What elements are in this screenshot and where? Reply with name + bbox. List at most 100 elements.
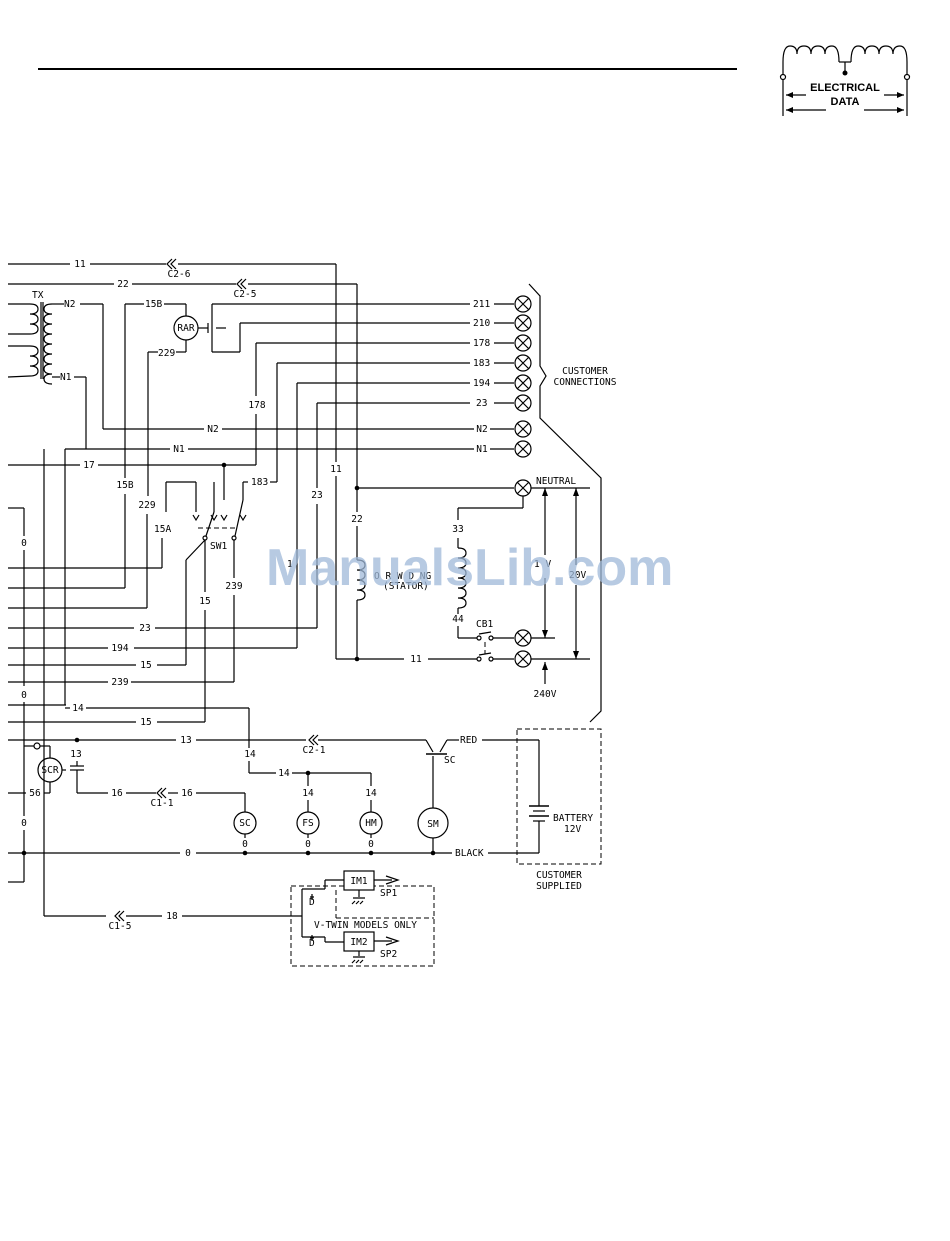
- component-fs: FS 0: [296, 811, 320, 850]
- wire-label-0b: 0: [21, 690, 27, 701]
- connector-c2-5-icon: [236, 278, 247, 290]
- hm-label: HM: [365, 818, 377, 829]
- v240-side-label: 20V: [569, 570, 586, 581]
- terminal-183-icon: [514, 354, 532, 372]
- im1-label: IM1: [350, 876, 367, 887]
- wire-13: 13 C2-1 13: [8, 734, 426, 793]
- stator-33-44: 33 44 O R W D NG (STATOR) 1: [287, 487, 524, 639]
- wire-label-33: 33: [452, 524, 463, 535]
- wire-15: 15 15 15: [8, 539, 211, 728]
- connector-c2-1: C2-1: [303, 745, 326, 756]
- battery-label-1: BATTERY: [553, 813, 593, 824]
- vtwin-label: V-TWIN MODELS ONLY: [314, 920, 417, 931]
- starter-contactor: RED SC SM: [417, 735, 539, 853]
- wire-label-183-h: 183: [251, 477, 268, 488]
- wire-label-11: 11: [74, 259, 86, 270]
- diode-2-label: D: [309, 938, 315, 949]
- connector-c1-1: C1-1: [151, 798, 174, 809]
- wire-label-56: 56: [29, 788, 41, 799]
- terminal-block: [514, 295, 532, 668]
- stator-22: [354, 485, 366, 659]
- wire-label-14: 14: [72, 703, 84, 714]
- wire-label-15-b: 15: [140, 717, 151, 728]
- wire-label-44: 44: [452, 614, 464, 625]
- wire-n2: N2 N2 N2: [64, 299, 514, 435]
- ignition-modules: D D IM1 SP1 IM2 SP2 V-TWIN MODELS ONLY: [290, 870, 435, 967]
- wire-label-14d: 14: [302, 788, 314, 799]
- connector-c2-1-icon: [308, 734, 319, 746]
- left-edge-wires: 0 0 0: [8, 507, 66, 883]
- wire-239: 239 239: [8, 540, 243, 688]
- terminal-label-23: 23: [476, 398, 487, 409]
- wire-label-15b-v: 15B: [116, 480, 133, 491]
- terminal-n2-icon: [514, 420, 532, 438]
- terminal-label-211: 211: [473, 299, 490, 310]
- n1-label-right: N1: [476, 444, 488, 455]
- connector-c2-6: C2-6: [168, 269, 191, 280]
- connector-c2-5: C2-5: [234, 289, 257, 300]
- wire-label-17: 17: [83, 460, 94, 471]
- wire-23: 23 23: [8, 402, 514, 634]
- diode-1-label: D: [309, 897, 315, 908]
- wire-label-22b: 22: [351, 514, 362, 525]
- rar-label: RAR: [177, 323, 194, 334]
- customer-connections-bracket: CUSTOMER CONNECTIONS: [528, 283, 617, 723]
- component-sc: SC 0: [233, 811, 257, 850]
- stator-label-1: O R W D NG: [374, 571, 431, 582]
- terminal-23-icon: [514, 394, 532, 412]
- sm-label: SM: [427, 819, 439, 830]
- wire-label-0f: 0: [305, 839, 311, 850]
- stator-label-2: (STATOR): [383, 581, 429, 592]
- wire-label-0g: 0: [368, 839, 374, 850]
- n1-label-mid: N1: [173, 444, 185, 455]
- customer-supplied-label-2: SUPPLIED: [536, 881, 582, 892]
- fs-label: FS: [302, 818, 314, 829]
- wire-label-14e: 14: [365, 788, 377, 799]
- tx-label: TX: [32, 290, 44, 301]
- badge-line2: DATA: [831, 96, 860, 108]
- wire-label-1-frag: 1: [287, 559, 293, 570]
- customer-supplied-box: [516, 728, 602, 865]
- terminal-194-icon: [514, 374, 532, 392]
- wire-label-16: 16: [111, 788, 123, 799]
- wire-11-top: 11 11 C2-6: [8, 258, 342, 659]
- terminal-211-icon: [514, 295, 532, 313]
- wire-label-23: 23: [139, 623, 150, 634]
- voltage-annotations: NEUTRAL 1 V 20V 240V: [531, 476, 590, 700]
- im2-label: IM2: [350, 937, 367, 948]
- customer-supplied-label-1: CUSTOMER: [536, 870, 582, 881]
- wire-18: C1-5 18: [43, 449, 302, 932]
- relay-rar: RAR 229 229: [8, 315, 226, 609]
- badge-line1: ELECTRICAL: [810, 82, 880, 94]
- wire-label-229: 229: [158, 348, 175, 359]
- scr-label: SCR: [41, 765, 58, 776]
- transformer-tx: TX: [7, 290, 64, 385]
- wire-211: [211, 303, 514, 323]
- wire-label-194: 194: [111, 643, 128, 654]
- wire-label-16b: 16: [181, 788, 193, 799]
- wire-label-11b: 11: [330, 464, 342, 475]
- sp1-label: SP1: [380, 888, 397, 899]
- wire-label-23-v: 23: [311, 490, 322, 501]
- connector-c1-5-icon: [114, 910, 125, 922]
- terminal-label-210: 210: [473, 318, 490, 329]
- wire-0-bus: 0 BLACK: [8, 848, 539, 859]
- wire-label-13-v: 13: [70, 749, 81, 760]
- terminal-210-icon: [514, 314, 532, 332]
- sw1-label: SW1: [210, 541, 227, 552]
- electrical-data-badge: ELECTRICAL DATA: [779, 45, 911, 116]
- wire-label-0d: 0: [185, 848, 191, 859]
- black-label: BLACK: [455, 848, 484, 859]
- customer-connections-label-1: CUSTOMER: [562, 366, 608, 377]
- connector-c2-6-icon: [166, 258, 177, 270]
- customer-connections-label-2: CONNECTIONS: [554, 377, 617, 388]
- wire-210: [211, 322, 514, 353]
- n2-label-mid: N2: [207, 424, 218, 435]
- terminal-neutral-icon: [514, 479, 532, 497]
- wire-n1: N1 N1 N1: [60, 372, 514, 455]
- connector-c1-1-icon: [156, 787, 167, 799]
- terminal-n1-icon: [514, 440, 532, 458]
- wire-194: 194: [8, 382, 514, 654]
- terminal-label-194: 194: [473, 378, 490, 389]
